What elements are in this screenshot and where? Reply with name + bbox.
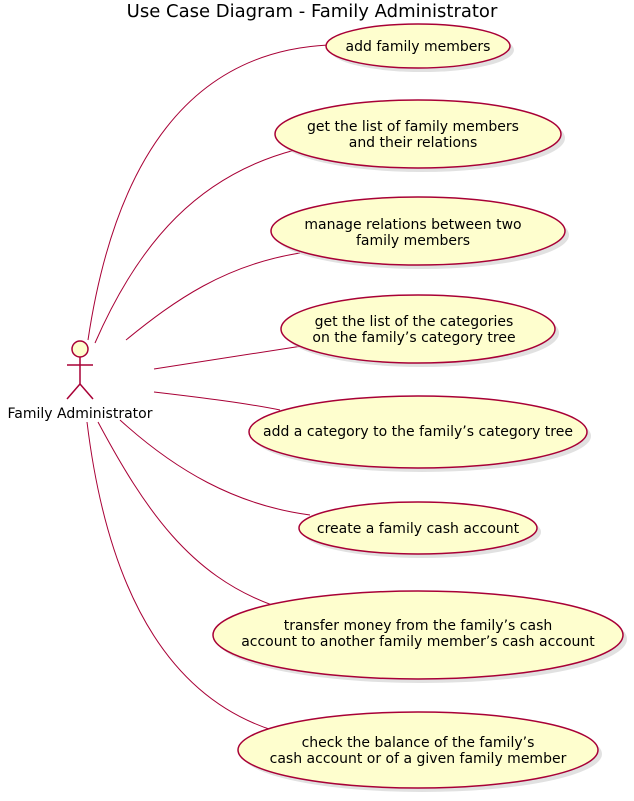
use-case-ellipse <box>274 99 562 169</box>
use-case-label: add a category to the family’s category … <box>263 424 573 440</box>
association-line <box>86 421 273 731</box>
use-case-label: on the family’s category tree <box>312 330 515 346</box>
association-line <box>87 44 329 341</box>
actor-label: Family Administrator <box>8 406 153 422</box>
use-case-label: get the list of the categories <box>315 314 514 330</box>
association-line <box>94 149 296 344</box>
diagram-title: Use Case Diagram - Family Administrator <box>127 1 498 22</box>
use-case-label: and their relations <box>349 135 478 151</box>
actor-icon <box>66 340 94 400</box>
use-case-ellipse <box>248 395 588 469</box>
actor-head <box>71 340 89 358</box>
use-case-get-categories-list: get the list of the categories on the fa… <box>280 294 559 367</box>
use-case-ellipse <box>270 196 566 266</box>
use-case-label: family members <box>356 233 470 249</box>
association-line <box>119 419 311 516</box>
use-case-transfer-money: transfer money from the family’s cash ac… <box>212 590 627 683</box>
use-case-add-category: add a category to the family’s category … <box>248 395 591 472</box>
association-line <box>97 421 273 606</box>
use-case-label: account to another family member’s cash … <box>241 634 595 650</box>
use-case-ellipse <box>325 23 511 69</box>
use-case-label: transfer money from the family’s cash <box>284 618 552 634</box>
use-case-label: manage relations between two <box>304 217 521 233</box>
association-line <box>153 345 303 370</box>
associations <box>86 44 329 731</box>
use-case-ellipse <box>298 501 538 555</box>
use-case-manage-relations: manage relations between two family memb… <box>270 196 569 269</box>
actor-right-leg <box>79 383 94 400</box>
use-case-create-cash-account: create a family cash account <box>298 501 541 558</box>
use-case-add-family-members: add family members <box>325 23 514 72</box>
use-case-label: add family members <box>346 39 491 55</box>
association-line <box>125 252 301 341</box>
use-case-label: get the list of family members <box>307 119 519 135</box>
association-line <box>153 391 281 411</box>
use-case-get-family-members-list: get the list of family members and their… <box>274 99 565 172</box>
use-case-label: create a family cash account <box>317 521 520 537</box>
actor-left-leg <box>66 383 81 400</box>
use-case-check-balance: check the balance of the family’s cash a… <box>237 711 602 792</box>
use-case-ellipse <box>212 590 624 680</box>
use-case-label: cash account or of a given family member <box>270 751 567 767</box>
use-case-ellipse <box>280 294 556 364</box>
use-case-ellipse <box>237 711 599 789</box>
use-case-label: check the balance of the family’s <box>302 735 535 751</box>
